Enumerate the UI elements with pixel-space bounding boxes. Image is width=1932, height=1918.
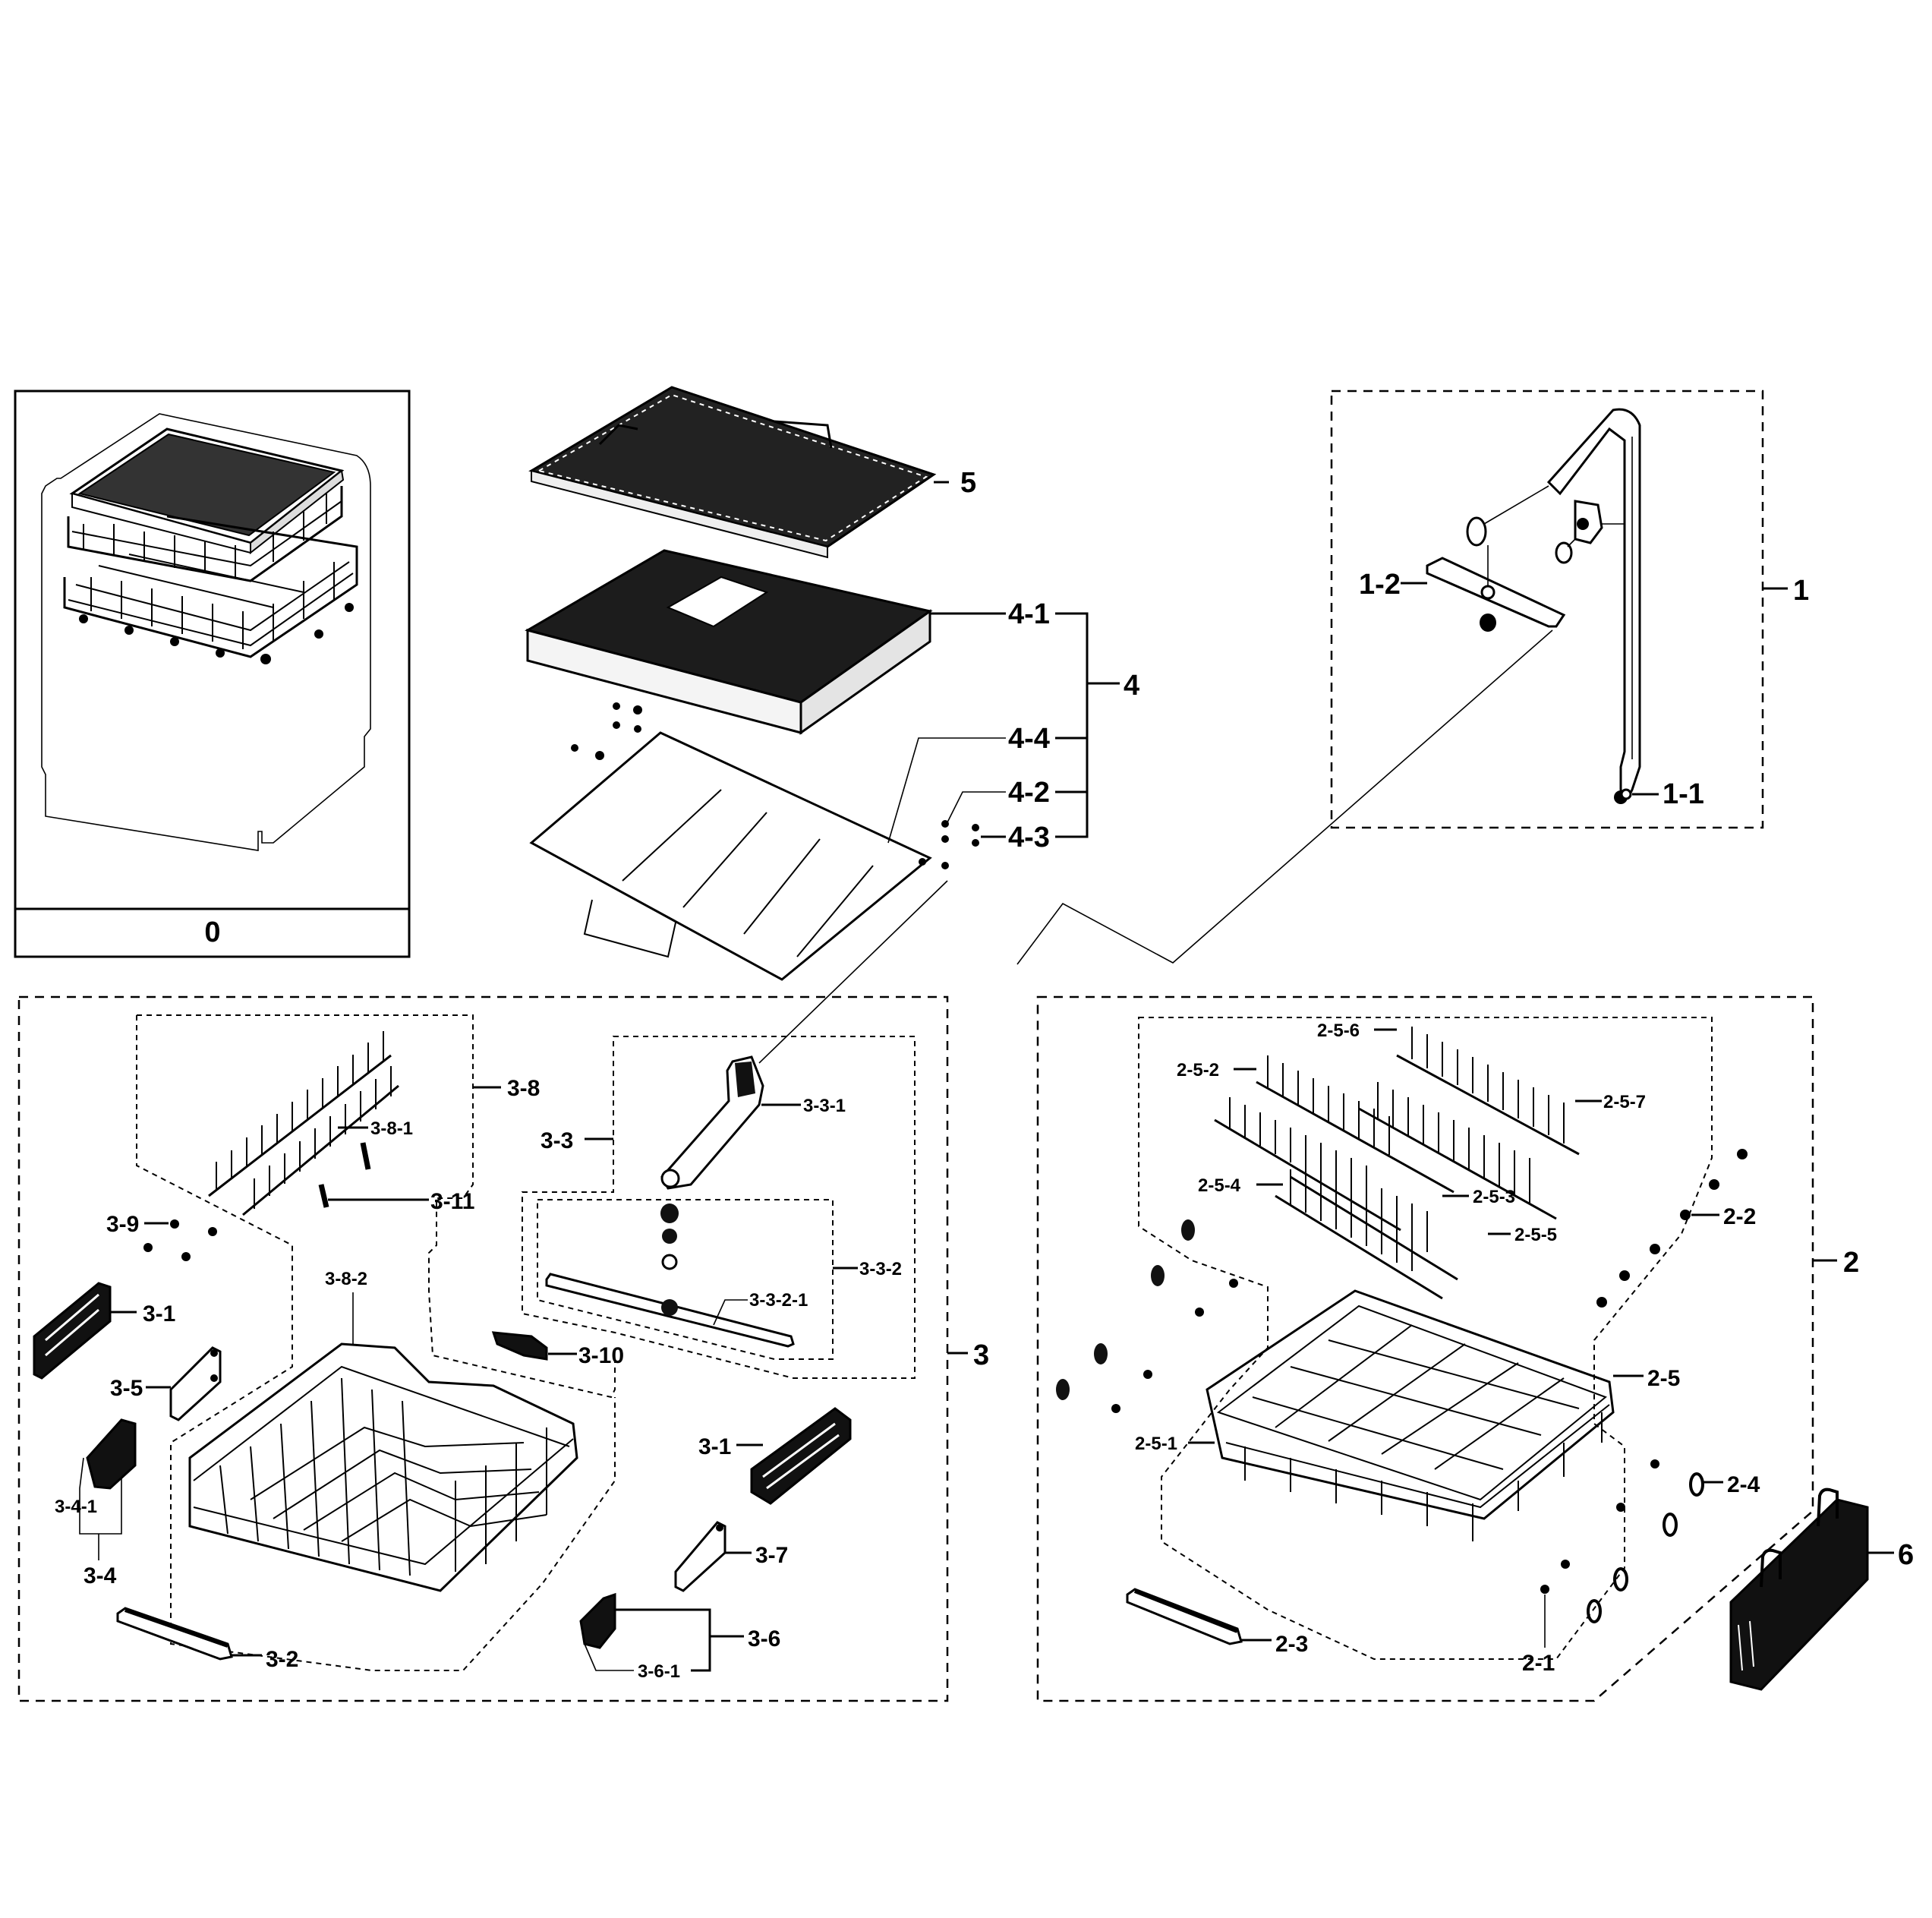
label-2-4: 2-4 — [1727, 1472, 1760, 1497]
part-1-2-spray-arm — [1016, 545, 1566, 965]
overview-label: 0 — [204, 916, 220, 948]
label-3-6-1: 3-6-1 — [638, 1661, 680, 1682]
part-3-9-clips — [143, 1219, 217, 1261]
label-3-6: 3-6 — [748, 1626, 780, 1651]
label-4: 4 — [1124, 670, 1139, 702]
label-3-5: 3-5 — [110, 1376, 143, 1401]
group-2-frame — [1036, 995, 1814, 1702]
label-3-11: 3-11 — [430, 1189, 474, 1214]
label-3-1-right: 3-1 — [698, 1434, 731, 1459]
part-3-4-rail — [79, 1418, 137, 1560]
label-3-7: 3-7 — [755, 1543, 788, 1568]
part-2-5-lower-basket — [1206, 1289, 1615, 1541]
group-2-box: 2 2-5-6 2-5-2 2-5-7 2-5-3 2-5-4 2-5-5 — [1036, 995, 1859, 1702]
part-1-fittings — [1466, 485, 1625, 564]
part-3-10-adjuster — [491, 1331, 548, 1361]
part-3-11-pins — [318, 1142, 371, 1208]
label-3-2: 3-2 — [266, 1647, 298, 1672]
label-2: 2 — [1843, 1247, 1859, 1279]
label-2-5-7: 2-5-7 — [1603, 1092, 1646, 1112]
group-1-frame — [1330, 390, 1764, 829]
label-3-8-1: 3-8-1 — [370, 1118, 413, 1139]
label-3-3-2-1: 3-3-2-1 — [749, 1290, 808, 1311]
part-4-4-wire-frame: 4-4 4-2 4-3 — [529, 702, 1050, 981]
part-3-8-1-tine-row — [208, 1031, 399, 1216]
label-2-5-4: 2-5-4 — [1198, 1175, 1241, 1196]
label-4-1: 4-1 — [1008, 598, 1050, 630]
label-5: 5 — [960, 467, 976, 499]
part-3-8-2-upper-basket — [188, 1342, 578, 1592]
label-1-2: 1-2 — [1359, 569, 1401, 601]
part-3-2-handle — [116, 1607, 233, 1661]
part-4-1-tray: 4-1 — [525, 549, 1050, 735]
part-3-3-2-spray-arm-lower — [545, 1203, 795, 1348]
label-2-5: 2-5 — [1647, 1366, 1680, 1391]
overview-lower-rack-icon — [63, 515, 358, 664]
part-2-wheels-left — [1056, 1219, 1238, 1413]
label-3-8: 3-8 — [507, 1076, 540, 1101]
rack-clips-left — [571, 702, 642, 760]
label-2-5-2: 2-5-2 — [1177, 1060, 1219, 1080]
label-3-3-1: 3-3-1 — [803, 1096, 846, 1116]
part-5-third-rack-insert: 5 — [528, 386, 976, 559]
part-1-spray-tube — [1546, 408, 1641, 799]
rack-clips-right — [919, 820, 979, 869]
group-3-frame — [17, 995, 949, 1702]
group-1-box: 1-2 1-1 1 — [1016, 390, 1809, 965]
label-3-1-left: 3-1 — [143, 1301, 175, 1327]
label-3-3-2: 3-3-2 — [859, 1259, 902, 1279]
label-4-4: 4-4 — [1008, 723, 1050, 755]
part-2-5-tines — [1214, 1027, 1580, 1300]
label-1: 1 — [1793, 575, 1809, 607]
label-3-8-2: 3-8-2 — [325, 1269, 367, 1289]
part-2-3-handle — [1126, 1588, 1243, 1645]
label-2-5-5: 2-5-5 — [1514, 1225, 1557, 1245]
label-2-1: 2-1 — [1522, 1651, 1555, 1676]
part-3-1-tine-holder-left — [33, 1282, 112, 1380]
part-2-4-wheels-right — [1540, 1459, 1704, 1623]
group-3-box: 3 3-8-1 3-8 3-11 3-9 3-1 — [17, 880, 989, 1702]
label-2-5-1: 2-5-1 — [1135, 1434, 1177, 1454]
label-3: 3 — [973, 1339, 989, 1371]
overview-top-tray-icon — [69, 427, 345, 555]
part-3-6-rail — [579, 1592, 744, 1672]
overview-box-0: 0 — [14, 390, 411, 958]
part-6-cutlery-basket: 6 — [1729, 1487, 1914, 1691]
group-4-bracket: 4 — [1055, 612, 1139, 838]
label-2-5-6: 2-5-6 — [1317, 1021, 1360, 1041]
label-3-4-1: 3-4-1 — [55, 1497, 97, 1517]
label-3-3: 3-3 — [541, 1128, 573, 1153]
part-3-3-1-spray-arm-upper — [660, 880, 948, 1190]
label-3-10: 3-10 — [578, 1343, 624, 1368]
label-6: 6 — [1898, 1539, 1914, 1571]
label-4-3: 4-3 — [1008, 822, 1050, 853]
label-3-4: 3-4 — [84, 1563, 117, 1588]
part-3-1-tine-holder-right — [750, 1407, 852, 1505]
part-3-5-bracket — [169, 1346, 222, 1421]
overview-frame — [14, 390, 411, 958]
label-3-9: 3-9 — [106, 1212, 139, 1237]
label-2-5-3: 2-5-3 — [1473, 1187, 1515, 1207]
label-4-2: 4-2 — [1008, 777, 1050, 809]
part-3-7-bracket — [674, 1521, 726, 1592]
label-2-2: 2-2 — [1723, 1204, 1756, 1229]
part-2-2-clips — [1596, 1149, 1748, 1308]
overview-silhouette — [41, 413, 371, 851]
label-1-1: 1-1 — [1663, 778, 1704, 810]
label-2-3: 2-3 — [1275, 1632, 1308, 1657]
